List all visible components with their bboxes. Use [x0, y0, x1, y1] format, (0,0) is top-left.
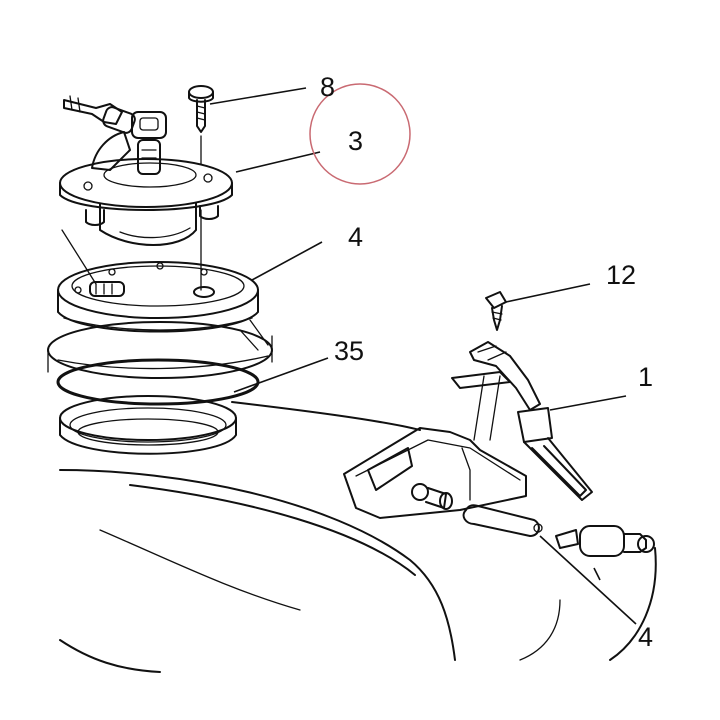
callout-screw-top: 8: [320, 72, 335, 102]
cap-screw: [188, 85, 214, 291]
gasket-base-ring: [57, 229, 259, 333]
callout-filler-seal: 35: [334, 336, 364, 366]
filler-seal-ring: [47, 319, 273, 406]
callout-gasket-ring: 4: [348, 222, 363, 252]
self-tap-screw: [485, 291, 507, 331]
lock-plunger: [462, 504, 655, 557]
tank-body-outline: [59, 401, 657, 673]
callout-cap-assembly: 3: [348, 126, 363, 156]
latch-bracket: [343, 427, 527, 519]
callout-self-tap-screw: 12: [606, 260, 636, 290]
leader-lines: [209, 87, 637, 625]
highlight-circle: [309, 83, 411, 185]
callout-labels: 8 3 4 12 35 1 4: [320, 72, 653, 652]
callout-lower-part: 4: [638, 622, 653, 652]
cap-assembly: [59, 95, 233, 246]
callout-door-latch: 1: [638, 362, 653, 392]
door-latch: [451, 341, 593, 501]
filler-neck: [59, 395, 237, 455]
